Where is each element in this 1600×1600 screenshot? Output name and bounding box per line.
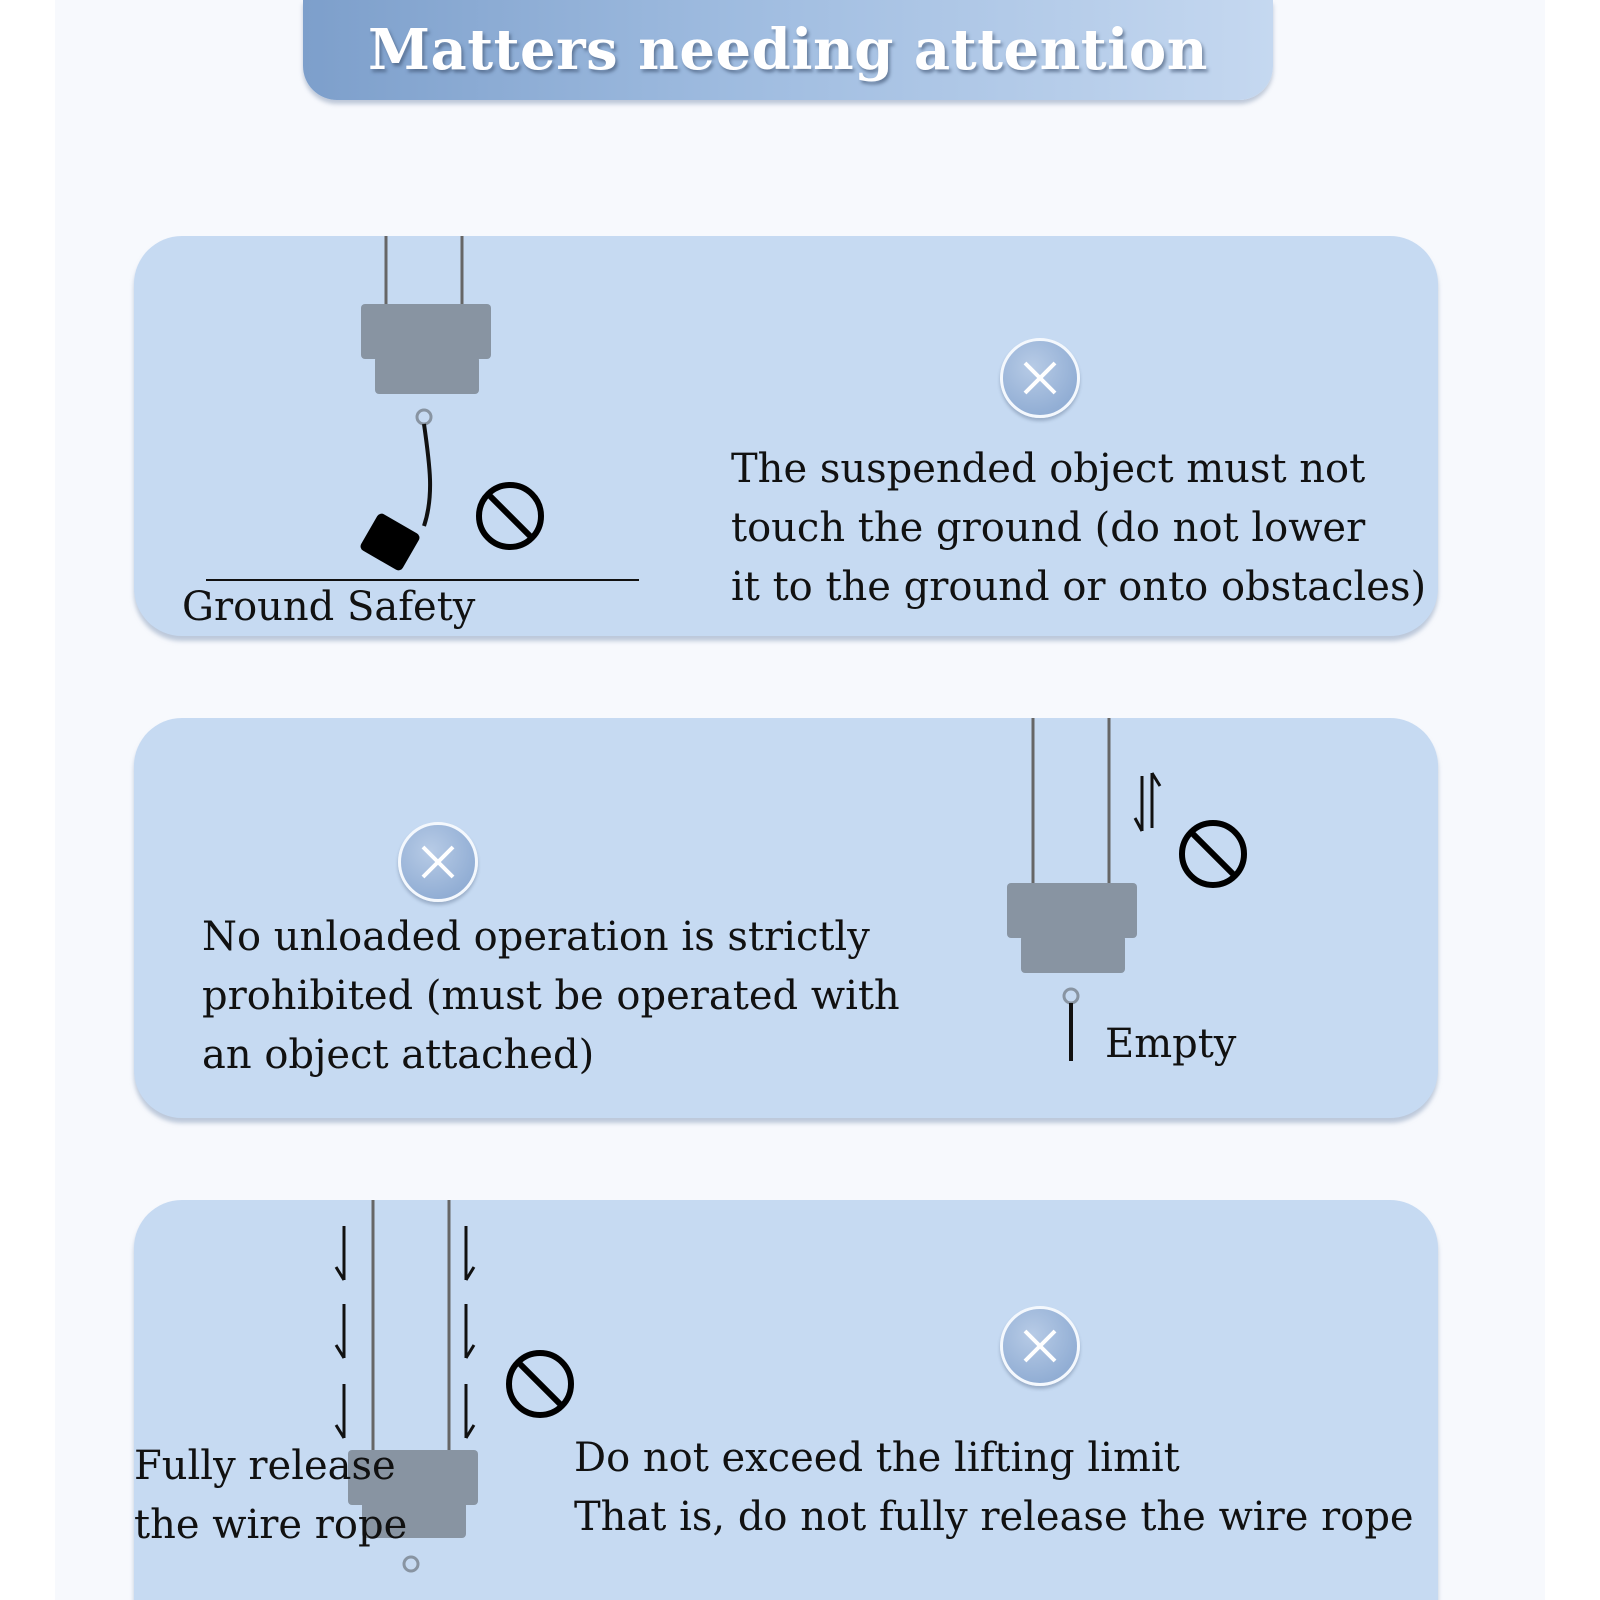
panel-caption: the wire rope: [134, 1502, 408, 1548]
description-line: The suspended object must not: [731, 446, 1366, 492]
panel-ground-safety: Ground Safety The suspended object must …: [134, 236, 1438, 636]
x-mark-icon: [1000, 338, 1080, 418]
description-line: touch the ground (do not lower: [731, 505, 1366, 551]
description-line: Do not exceed the lifting limit: [574, 1435, 1180, 1481]
description-line: prohibited (must be operated with: [202, 973, 900, 1019]
x-mark-icon: [1000, 1306, 1080, 1386]
panel-caption: Ground Safety: [182, 584, 476, 630]
hoist-icon: [1007, 718, 1137, 1061]
lifting-limit-illustration: [334, 1200, 574, 1573]
no-entry-icon: [1179, 820, 1247, 888]
panel-lifting-limit: Fully release the wire rope Do not excee…: [134, 1200, 1438, 1600]
wire-rope: [422, 423, 433, 527]
panel-caption: Fully release: [134, 1443, 396, 1489]
hoist-icon: [348, 1200, 478, 1573]
no-entry-icon: [476, 482, 544, 550]
down-arrows-icon: [334, 1226, 476, 1439]
ground-safety-illustration: [206, 236, 639, 581]
page-title: Matters needing attention: [367, 17, 1208, 83]
header-banner: Matters needing attention: [303, 0, 1273, 100]
no-entry-icon: [506, 1350, 574, 1418]
description-line: it to the ground or onto obstacles): [731, 564, 1427, 610]
description-line: an object attached): [202, 1032, 595, 1078]
hoist-icon: [361, 236, 491, 426]
x-mark-icon: [398, 822, 478, 902]
panel-caption: Empty: [1105, 1021, 1237, 1067]
load-block-icon: [360, 513, 420, 571]
description-line: No unloaded operation is strictly: [202, 914, 870, 960]
up-down-arrows-icon: [1133, 772, 1162, 832]
description-line: That is, do not fully release the wire r…: [574, 1494, 1414, 1540]
panel-empty-operation: No unloaded operation is strictly prohib…: [134, 718, 1438, 1118]
